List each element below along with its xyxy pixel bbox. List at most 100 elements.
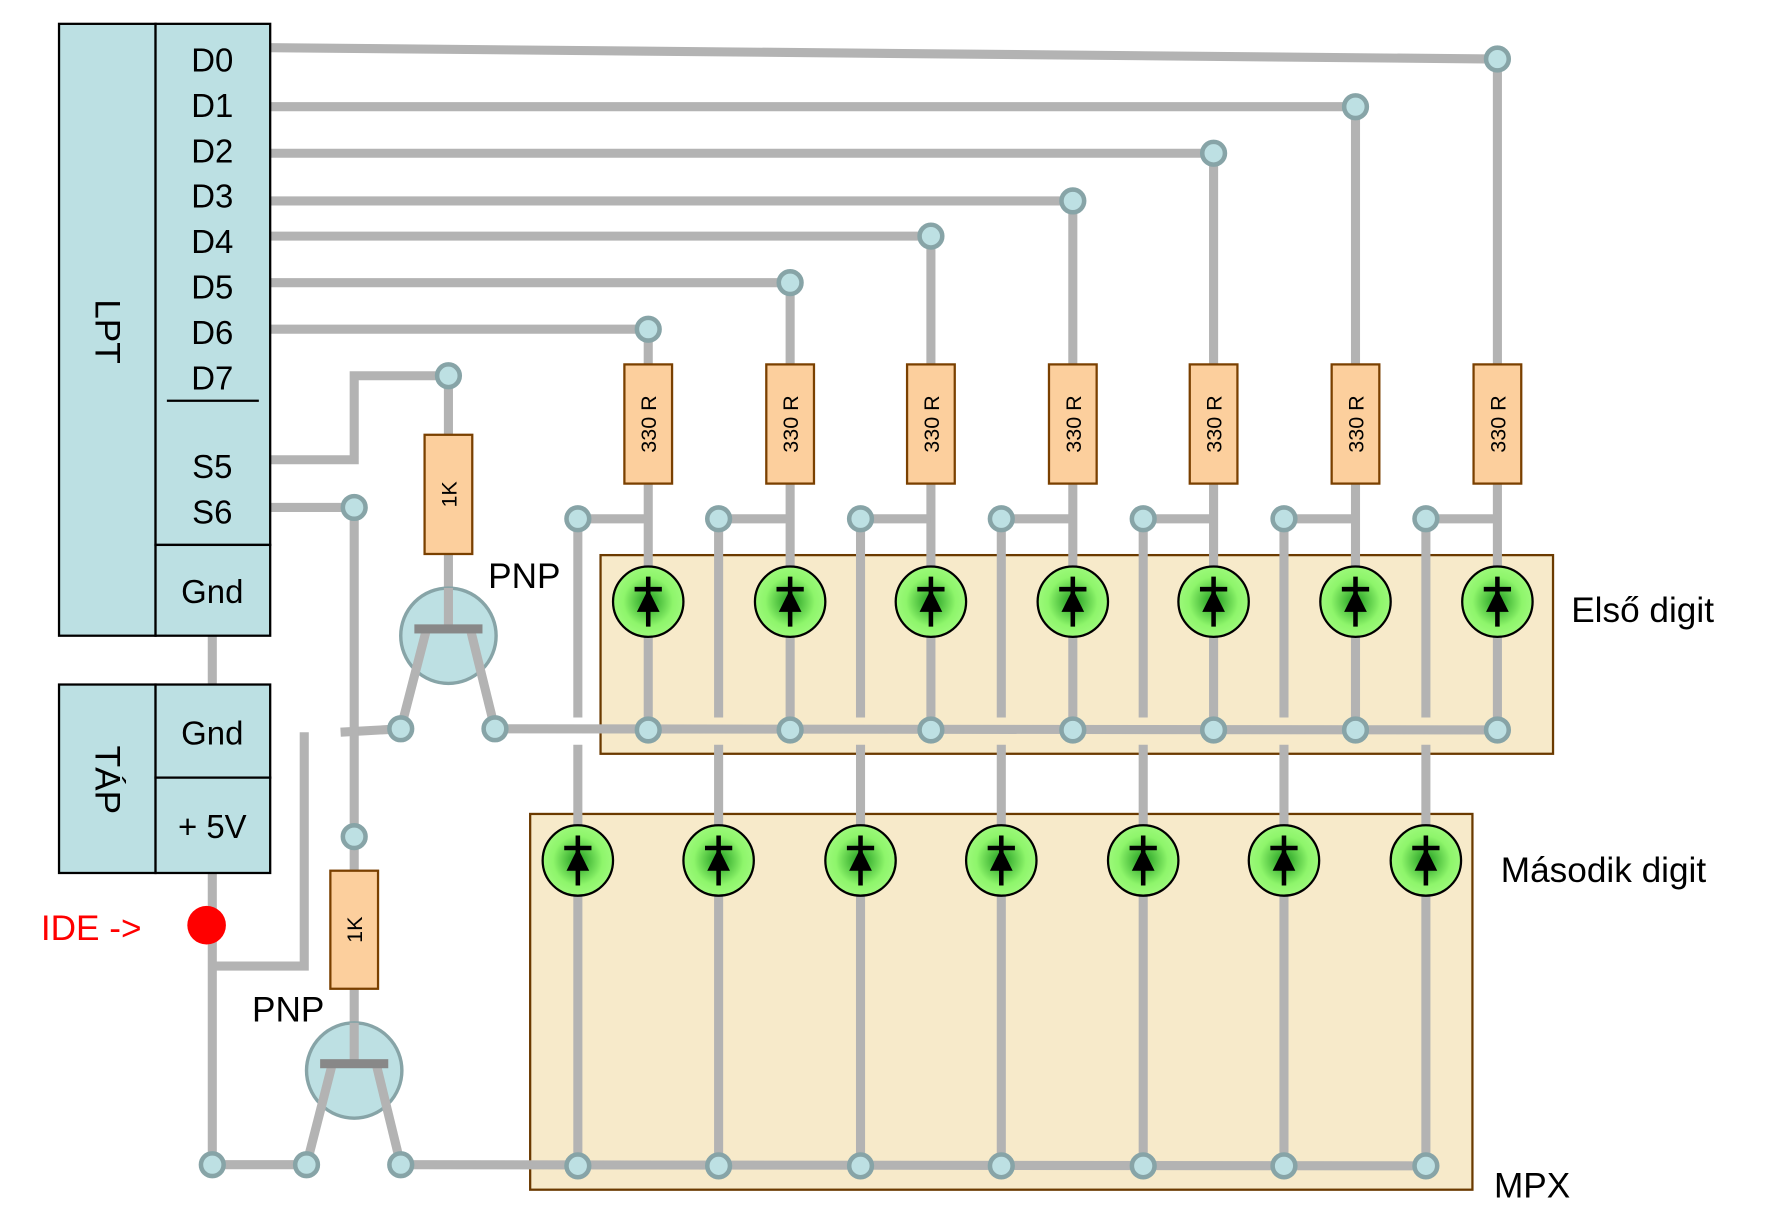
t1-vcc [212,732,309,971]
first-digit-led [1036,565,1110,638]
segment-resistor: 330 R [765,363,816,485]
segment-resistor: 330 R [905,363,956,485]
s5-wire [270,371,453,465]
junction-node [704,1152,733,1180]
lpt-pin-d4: D4 [191,223,233,260]
base-resistor-2-label: 1K [342,916,367,943]
junction-node [776,269,804,297]
mpx-label: MPX [1494,1167,1570,1206]
lpt-title: LPT [87,299,126,364]
diode-symbol-icon [1486,589,1509,612]
junction-node [1483,45,1512,73]
second-digit-led [964,824,1038,897]
first-digit-led [611,565,685,638]
diode-symbol-icon [1202,589,1225,612]
segment-resistor: 330 R [1330,363,1381,485]
junction-node [704,505,733,533]
base-resistor-1-label: 1K [436,481,461,508]
segment-resistor: 330 R [1472,363,1523,485]
diode-symbol-icon [989,848,1013,871]
lpt-pin-d3: D3 [191,178,233,215]
junction-node [564,505,592,533]
segment-resistor-label: 330 R [1343,395,1368,452]
second-digit-label: Második digit [1501,851,1707,890]
s6-wire [270,502,359,871]
segment-resistor-label: 330 R [778,395,803,452]
junction-node [987,1152,1015,1180]
junction-node [481,715,509,743]
junction-node [1270,505,1298,533]
junction-node [434,362,463,390]
segment-resistor: 330 R [1188,363,1239,485]
ide-marker-dot [187,905,226,945]
first-digit-led [1319,565,1392,638]
data-line-d5 [270,278,795,365]
junction-node [1341,93,1370,121]
junction-node [564,1152,592,1180]
junction-node [1059,716,1087,744]
lpt-pin-d5: D5 [191,269,233,306]
junction-node [1129,505,1157,533]
segment-resistor-label: 330 R [919,395,944,452]
junction-node [634,716,662,744]
segment-resistor-label: 330 R [1061,395,1086,452]
ide-marker-label: IDE -> [41,909,142,948]
lpt-gnd-label: Gnd [181,573,243,610]
data-line-d4 [270,231,936,365]
psu-gnd-label: Gnd [181,715,243,752]
pnp-label-1: PNP [488,557,560,596]
pnp-transistor-1 [396,586,500,730]
second-digit-led [541,824,615,897]
diode-symbol-icon [1344,589,1367,612]
psu-block: TÁP Gnd + 5V [57,683,272,875]
diode-symbol-icon [566,848,590,871]
junction-node [634,315,662,343]
pnp-label-2: PNP [252,991,324,1030]
diode-symbol-icon [849,848,872,871]
segment-resistor: 330 R [1047,363,1098,485]
junction-node [340,823,368,851]
junction-node [292,1151,321,1179]
junction-node [1270,1152,1298,1180]
junction-node [387,715,415,743]
diode-symbol-icon [919,589,943,612]
junction-node [846,505,875,533]
second-digit-led [1106,824,1180,897]
lpt-pin-d0: D0 [191,42,233,79]
diode-symbol-icon [778,589,802,612]
diode-symbol-icon [707,848,730,871]
diode-symbol-icon [1131,848,1155,871]
segment-resistor-label: 330 R [1202,395,1227,452]
segment-resistor: 330 R [623,363,674,485]
junction-node [1341,716,1370,744]
diode-symbol-icon [1272,848,1296,871]
first-digit-led [894,565,968,638]
junction-node [1059,187,1087,215]
components: 330 R 330 R 330 R 330 R 330 R 330 R 330 R 1K 1K [198,45,1534,1180]
first-digit-led [753,565,827,638]
junction-node [917,716,945,744]
junction-node [1412,505,1440,533]
junction-node [1412,1152,1440,1180]
pnp-transistor-2 [302,1021,406,1166]
psu-vcc-label: + 5V [178,808,247,845]
first-digit-led [1177,565,1250,638]
junction-node [987,505,1015,533]
diode-symbol-icon [1414,848,1438,871]
base-resistor-1: 1K [423,433,474,556]
lpt-pin-d2: D2 [191,132,233,169]
segment-resistor-label: 330 R [1485,395,1510,452]
lpt-pin-d1: D1 [191,87,233,124]
junction-node [1199,139,1228,167]
base-resistor-2: 1K [329,869,380,990]
first-digit-label: Első digit [1571,591,1714,630]
diode-symbol-icon [1061,589,1085,612]
junction-node [1129,1152,1157,1180]
junction-node [917,222,945,250]
diode-symbol-icon [636,589,660,612]
second-digit-led [1247,824,1321,897]
junction-node [387,1151,415,1179]
junction-node [1199,716,1228,744]
